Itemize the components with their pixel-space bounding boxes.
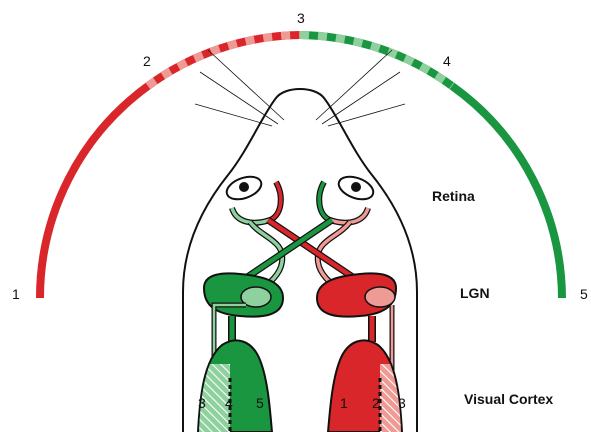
field-position-4: 4 — [443, 53, 451, 69]
left-hemifield-arc-dashed — [148, 35, 300, 86]
left-hemifield-arc — [40, 86, 148, 298]
left-cortex-number-5: 5 — [256, 395, 264, 411]
left-eye — [224, 172, 265, 203]
right-hemifield-arc-dashed — [300, 35, 452, 86]
lgn-label: LGN — [460, 285, 490, 301]
retina-label: Retina — [432, 188, 475, 204]
left-cortex-number-3: 3 — [198, 395, 206, 411]
visual-cortex-label: Visual Cortex — [464, 391, 553, 407]
right-eye — [336, 172, 377, 203]
left-visual-cortex — [198, 340, 272, 432]
field-position-2: 2 — [143, 53, 151, 69]
field-position-1: 1 — [12, 286, 20, 302]
field-position-5: 5 — [580, 286, 588, 302]
field-position-3: 3 — [297, 10, 305, 26]
right-cortex-number-1: 1 — [340, 395, 348, 411]
visual-field-arc — [40, 35, 562, 298]
right-cortex-number-2: 2 — [372, 395, 380, 411]
left-hemifield-arc-dashes-light — [148, 35, 300, 86]
right-cortex-number-3: 3 — [398, 395, 406, 411]
right-hemifield-arc-dashes-light — [300, 35, 452, 86]
left-cortex-number-4: 4 — [225, 395, 233, 411]
